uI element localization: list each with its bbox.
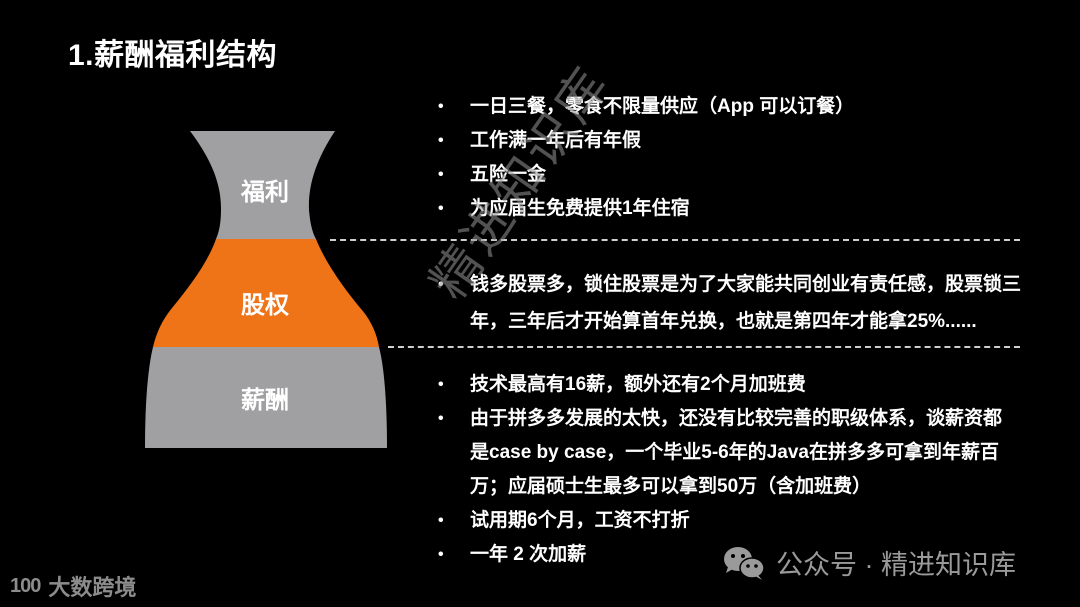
- divider-equity-salary: [388, 346, 1020, 348]
- list-item-text: 技术最高有16薪，额外还有2个月加班费: [470, 374, 806, 395]
- equity-list: • 钱多股票多，锁住股票是为了大家能共同创业有责任感，股票锁三年，三年后才开始算首…: [432, 266, 1047, 340]
- vase-section-salary: [145, 347, 387, 448]
- list-item: • 一年 2 次加薪: [432, 538, 1017, 572]
- list-item-text: 五险一金: [470, 164, 547, 185]
- bullet-icon: •: [438, 98, 444, 115]
- vase-label-salary: 薪酬: [241, 387, 289, 414]
- vase-label-equity: 股权: [241, 292, 289, 319]
- vase-section-equity: [153, 239, 379, 347]
- bullet-icon: •: [438, 276, 444, 293]
- list-item-text: 为应届生免费提供1年住宿: [470, 198, 690, 219]
- bullet-icon: •: [438, 200, 444, 217]
- bullet-icon: •: [438, 512, 444, 529]
- list-item: • 由于拼多多发展的太快，还没有比较完善的职级体系，谈薪资都是case by ca…: [432, 402, 1017, 504]
- salary-list: • 技术最高有16薪，额外还有2个月加班费 • 由于拼多多发展的太快，还没有比较完善…: [432, 368, 1017, 572]
- bullet-icon: •: [438, 546, 444, 563]
- page-title: 1.薪酬福利结构: [68, 39, 278, 72]
- list-item: • 一日三餐，零食不限量供应（App 可以订餐）: [432, 90, 1052, 124]
- vase-diagram: [145, 131, 387, 448]
- logo-text: 大数跨境: [48, 575, 137, 600]
- list-item-text: 钱多股票多，锁住股票是为了大家能共同创业有责任感，股票锁三年，三年后才开始算首年…: [470, 274, 1022, 332]
- bullet-icon: •: [438, 132, 444, 149]
- wechat-icon: [724, 546, 765, 580]
- divider-benefits-equity: [330, 239, 1020, 241]
- list-item: • 五险一金: [432, 158, 1052, 192]
- list-item-text: 试用期6个月，工资不打折: [470, 510, 690, 531]
- brand-logo: 100 大数跨境: [10, 570, 136, 602]
- logo-mark: 100: [10, 574, 41, 597]
- bullet-icon: •: [438, 376, 444, 393]
- list-item-text: 由于拼多多发展的太快，还没有比较完善的职级体系，谈薪资都是case by cas…: [470, 408, 1003, 497]
- vase-section-benefits: [190, 131, 335, 239]
- list-item: • 技术最高有16薪，额外还有2个月加班费: [432, 368, 1017, 402]
- list-item: • 工作满一年后有年假: [432, 124, 1052, 158]
- list-item: • 为应届生免费提供1年住宿: [432, 192, 1052, 226]
- list-item-text: 工作满一年后有年假: [470, 130, 642, 151]
- list-item-text: 一日三餐，零食不限量供应（App 可以订餐）: [470, 96, 855, 117]
- bullet-icon: •: [438, 410, 444, 427]
- wechat-account-label: 公众号 · 精进知识库: [722, 543, 1016, 582]
- list-item: • 钱多股票多，锁住股票是为了大家能共同创业有责任感，股票锁三年，三年后才开始算首…: [432, 266, 1047, 340]
- list-item-text: 一年 2 次加薪: [470, 544, 587, 565]
- benefits-list: • 一日三餐，零食不限量供应（App 可以订餐） • 工作满一年后有年假 • 五险一金…: [432, 90, 1052, 226]
- wechat-label-text: 公众号 · 精进知识库: [776, 550, 1016, 580]
- bullet-icon: •: [438, 166, 444, 183]
- vase-label-benefits: 福利: [241, 179, 289, 206]
- list-item: • 试用期6个月，工资不打折: [432, 504, 1017, 538]
